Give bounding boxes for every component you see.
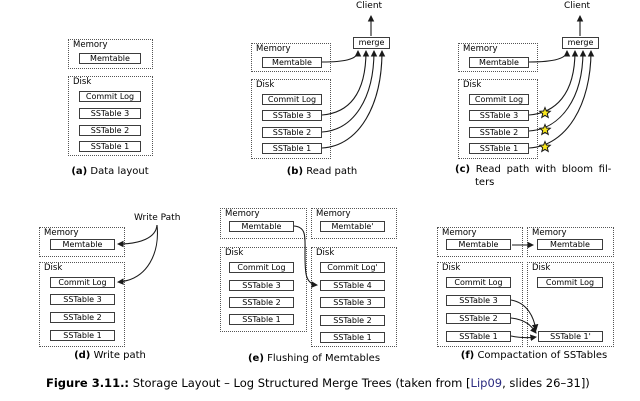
bloom-filter-star [538,106,552,119]
caption-a-text: Data layout [90,166,149,177]
client-label: Client [564,1,591,11]
commit-log-node-new: Commit Log [537,277,603,288]
caption-d-label: (d) [74,350,91,361]
citation-link[interactable]: Lip09 [470,376,503,390]
caption-f: (f) Compactation of SSTables [454,350,614,363]
memtable-node: Memtable [469,57,529,68]
commit-log-node: Commit Log [262,94,322,105]
commit-log-node: Commit Log [79,91,141,102]
sstable-1-node-old: SSTable 1 [229,314,294,325]
caption-e-label: (e) [247,353,264,364]
caption-a: (a) Data layout [50,166,170,179]
sstable-1-node-new: SSTable 1 [320,332,385,343]
disk-label-old: Disk [225,248,244,258]
sstable-1-node: SSTable 1 [79,141,141,152]
merge-node: merge [562,37,599,49]
sstable-3-node: SSTable 3 [50,294,115,305]
bloom-filter-star [538,140,552,153]
caption-b-text: Read path [306,166,358,177]
caption-c-text: Read path with bloom fil- [475,164,612,175]
memtable-node-old: Memtable [446,239,511,250]
read-arrow-sstable-1 [321,50,386,149]
disk-label: Disk [256,80,275,90]
commit-log-node: Commit Log [469,94,529,105]
commit-log-node-old: Commit Log [446,277,511,288]
sstable-2-node: SSTable 2 [469,127,529,138]
sstable-3-node: SSTable 3 [469,110,529,121]
sstable-2-node: SSTable 2 [50,312,115,323]
sstable-3-node: SSTable 3 [262,110,322,121]
figure-caption-title: Storage Layout – Log Structured Merge Tr… [129,376,471,390]
bloom-filter-stars [538,106,552,153]
caption-c-text-line2: ters [475,176,495,188]
disk-label-old: Disk [442,263,461,273]
client-label: Client [356,1,383,11]
sstable-4-node: SSTable 4 [320,280,385,291]
sstable-1-node: SSTable 1 [50,330,115,341]
caption-b: (b) Read path [262,166,382,179]
figure-caption-suffix: , slides 26–31]) [502,376,590,390]
sstable-3-node-old: SSTable 3 [229,280,294,291]
sstable-1-prime-node: SSTable 1' [538,331,603,342]
memory-label: Memory [256,44,291,54]
caption-f-text: Compactation of SSTables [477,350,608,361]
memory-label: Memory [73,40,108,50]
memtable-prime-node: Memtable' [320,221,385,232]
memory-label-new: Memory [316,209,351,219]
caption-a-label: (a) [71,166,88,177]
figure-caption-number: Figure 3.11.: [46,376,130,390]
bloom-filter-star [538,123,552,136]
sstable-2-node: SSTable 2 [79,125,141,136]
memory-label-old: Memory [225,209,260,219]
sstable-1-node: SSTable 1 [469,143,529,154]
memory-label-old: Memory [442,228,477,238]
caption-d: (d) Write path [50,350,170,363]
disk-label-new: Disk [532,263,551,273]
disk-label: Disk [463,80,482,90]
sstable-3-node-new: SSTable 3 [320,297,385,308]
memtable-node: Memtable [79,53,141,64]
write-path-label: Write Path [134,213,181,223]
sstable-2-node-old: SSTable 2 [229,297,294,308]
commit-log-node-old: Commit Log [229,262,294,273]
memtable-node-new: Memtable [537,239,603,250]
caption-e: (e) Flushing of Memtables [244,353,384,366]
disk-label: Disk [44,263,63,273]
sstable-3-node: SSTable 3 [446,295,511,306]
commit-log-prime-node: Commit Log' [320,262,385,273]
memtable-node-old: Memtable [229,221,294,232]
sstable-3-node: SSTable 3 [79,108,141,119]
caption-b-label: (b) [286,166,304,177]
figure-caption: Figure 3.11.: Storage Layout – Log Struc… [46,376,590,391]
caption-c-label: (c) [455,164,471,175]
sstable-1-node: SSTable 1 [446,331,511,342]
disk-label-new: Disk [316,248,335,258]
merge-node: merge [353,37,390,49]
sstable-2-node: SSTable 2 [262,127,322,138]
sstable-2-node: SSTable 2 [446,313,511,324]
caption-f-label: (f) [460,350,475,361]
caption-e-text: Flushing of Memtables [267,353,381,364]
caption-c: (c) Read path with bloom fil- ters [455,164,625,189]
disk-label: Disk [73,77,92,87]
commit-log-node: Commit Log [50,277,115,288]
memtable-node: Memtable [50,239,115,250]
memory-label: Memory [44,228,79,238]
sstable-1-node: SSTable 1 [262,143,322,154]
memory-label: Memory [463,44,498,54]
read-arrow-sstable-1 [528,50,595,149]
memory-label-new: Memory [532,228,567,238]
caption-d-text: Write path [93,350,146,361]
sstable-2-node-new: SSTable 2 [320,315,385,326]
memtable-node: Memtable [262,57,322,68]
